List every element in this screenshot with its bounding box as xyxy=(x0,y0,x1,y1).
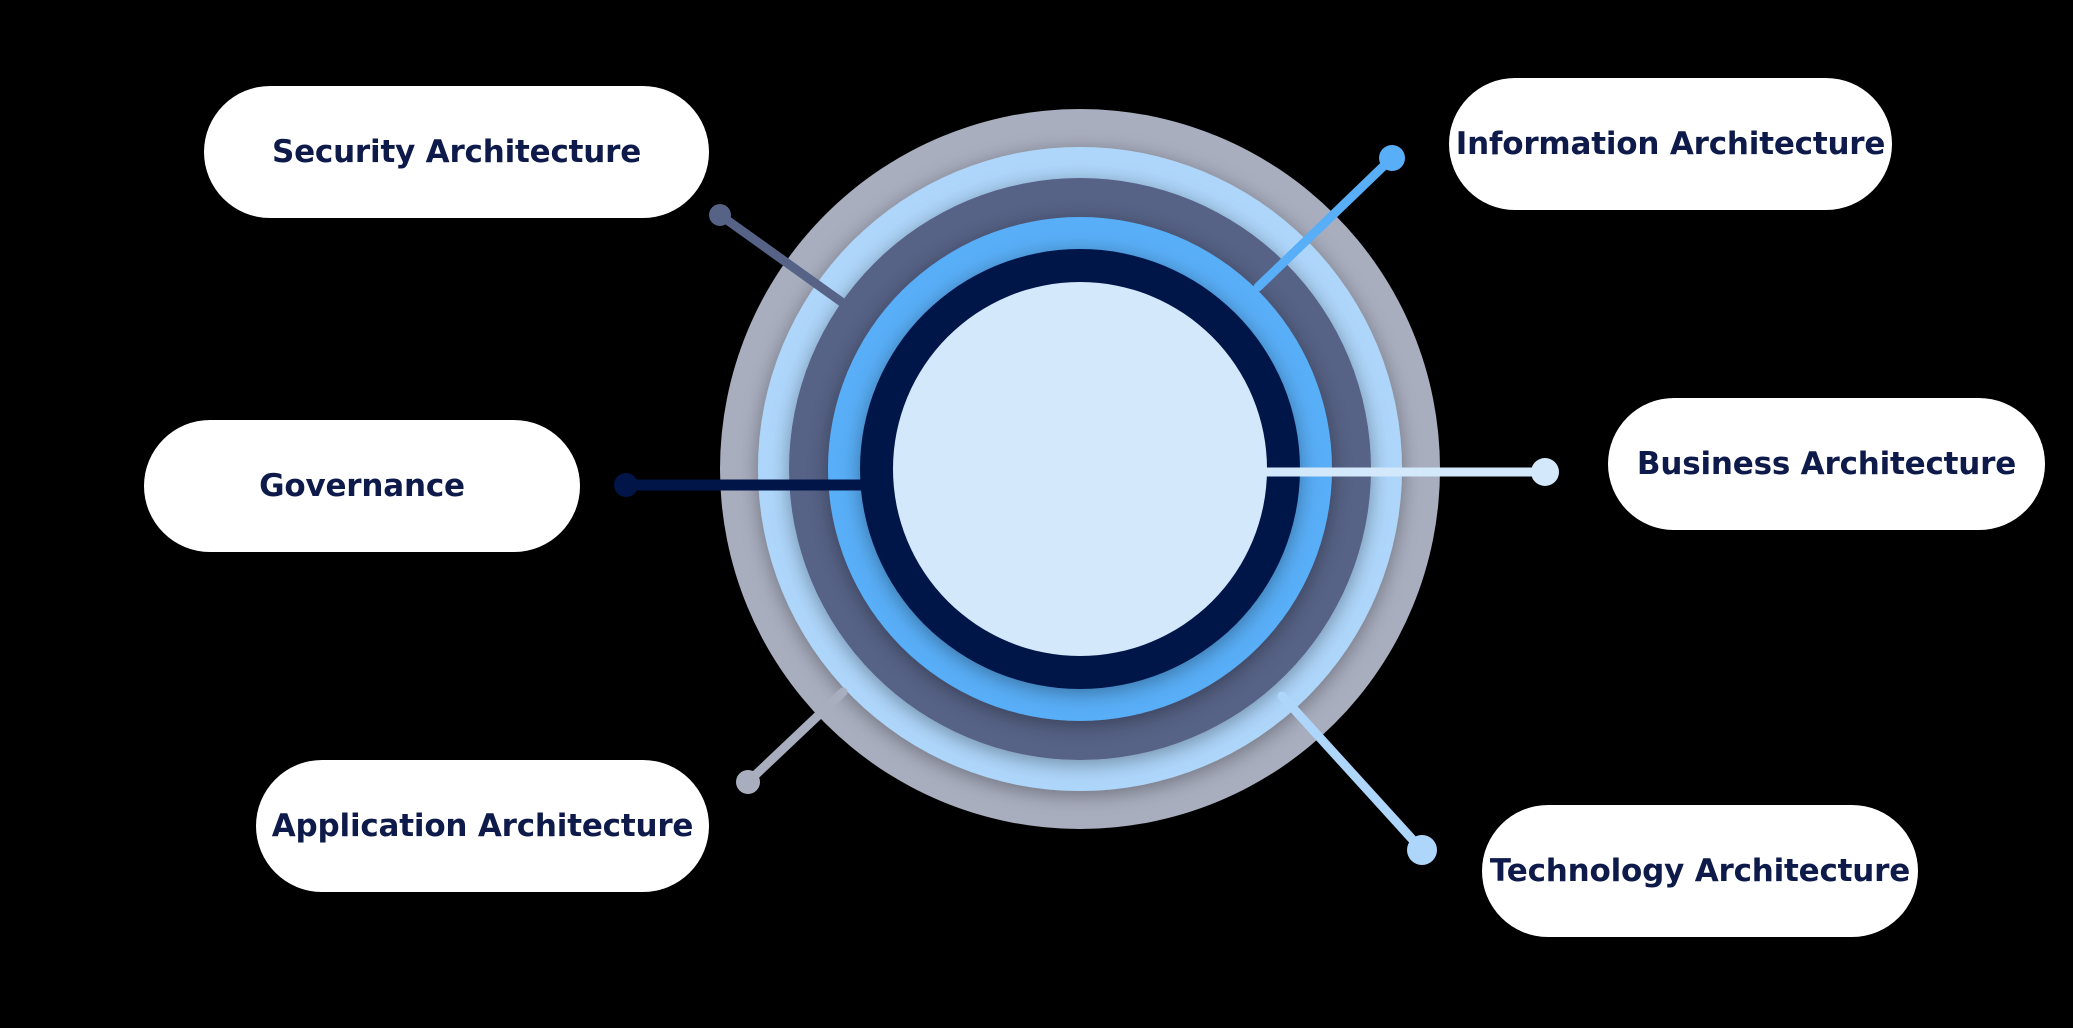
business-architecture-pill: Business Architecture xyxy=(1608,398,2045,530)
information-architecture-pill: Information Architecture xyxy=(1449,78,1892,210)
connector-governance xyxy=(614,473,868,497)
technology-architecture-label: Technology Architecture xyxy=(1489,853,1911,889)
business-architecture-label: Business Architecture xyxy=(1636,446,2017,482)
connector-business xyxy=(1261,458,1559,486)
information-architecture-label: Information Architecture xyxy=(1455,126,1886,162)
connector-technology xyxy=(1277,691,1437,865)
application-architecture-label: Application Architecture xyxy=(271,808,694,844)
connector-application xyxy=(736,687,848,794)
governance-label: Governance xyxy=(259,468,465,504)
connector-security xyxy=(709,204,848,308)
application-architecture-pill: Application Architecture xyxy=(256,760,709,892)
technology-architecture-pill: Technology Architecture xyxy=(1482,805,1918,937)
center-core xyxy=(893,282,1267,656)
governance-pill: Governance xyxy=(144,420,580,552)
security-architecture-label: Security Architecture xyxy=(271,134,642,170)
security-architecture-pill: Security Architecture xyxy=(204,86,709,218)
connector-information xyxy=(1253,145,1405,292)
